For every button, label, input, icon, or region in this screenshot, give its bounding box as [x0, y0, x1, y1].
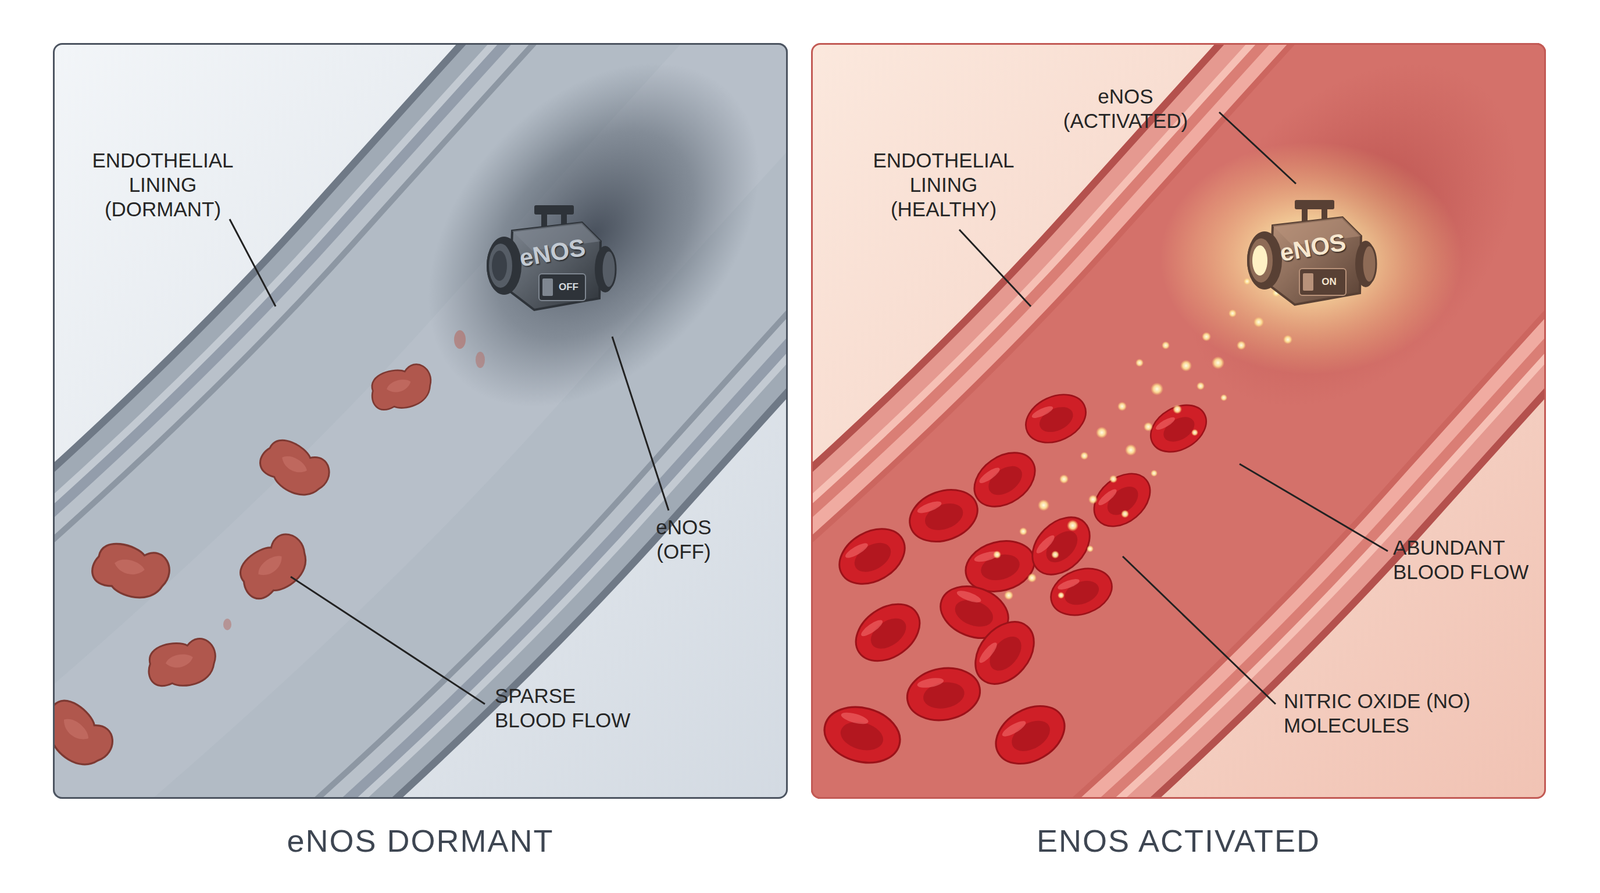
callout-label: ENDOTHELIAL LINING (DORMANT)	[75, 148, 250, 222]
switch-label: ON	[1314, 273, 1344, 291]
enos-device: eNOSOFF	[476, 200, 624, 324]
enos-device: eNOSON	[1236, 195, 1385, 319]
leader-lines	[229, 112, 1388, 705]
callout-label: NITRIC OXIDE (NO) MOLECULES	[1283, 688, 1540, 738]
callout-label: ABUNDANT BLOOD FLOW	[1393, 535, 1545, 585]
switch-label: OFF	[554, 278, 584, 296]
panel-caption: ENOS ACTIVATED	[812, 822, 1545, 859]
callout-label: ENDOTHELIAL LINING (HEALTHY)	[856, 148, 1031, 222]
callout-label: eNOS (ACTIVATED)	[1038, 84, 1213, 134]
callout-label: SPARSE BLOOD FLOW	[494, 683, 646, 733]
callout-label: eNOS (OFF)	[643, 515, 725, 564]
panel-caption: eNOS DORMANT	[54, 822, 787, 859]
